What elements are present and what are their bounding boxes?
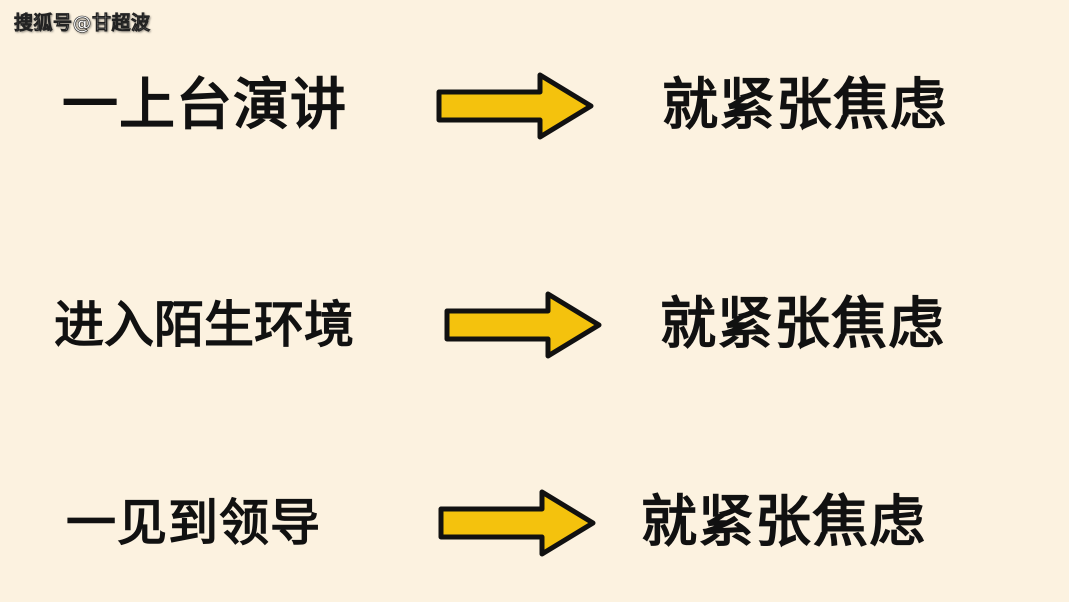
cause-text: 一见到领导	[66, 494, 321, 552]
row-meet-leader: 一见到领导 就紧张焦虑	[0, 483, 1069, 563]
watermark: 搜狐号@甘超波	[14, 12, 151, 35]
effect-text: 就紧张焦虑	[660, 292, 945, 357]
right-arrow-icon	[444, 291, 602, 359]
effect-text: 就紧张焦虑	[662, 73, 947, 138]
row-speech: 一上台演讲 就紧张焦虑	[0, 66, 1069, 146]
row-strange-environment: 进入陌生环境 就紧张焦虑	[0, 285, 1069, 365]
cause-text: 一上台演讲	[62, 73, 347, 138]
effect-text: 就紧张焦虑	[641, 490, 926, 555]
right-arrow-icon	[436, 72, 594, 140]
right-arrow-icon	[438, 489, 596, 557]
cause-text: 进入陌生环境	[54, 296, 354, 354]
